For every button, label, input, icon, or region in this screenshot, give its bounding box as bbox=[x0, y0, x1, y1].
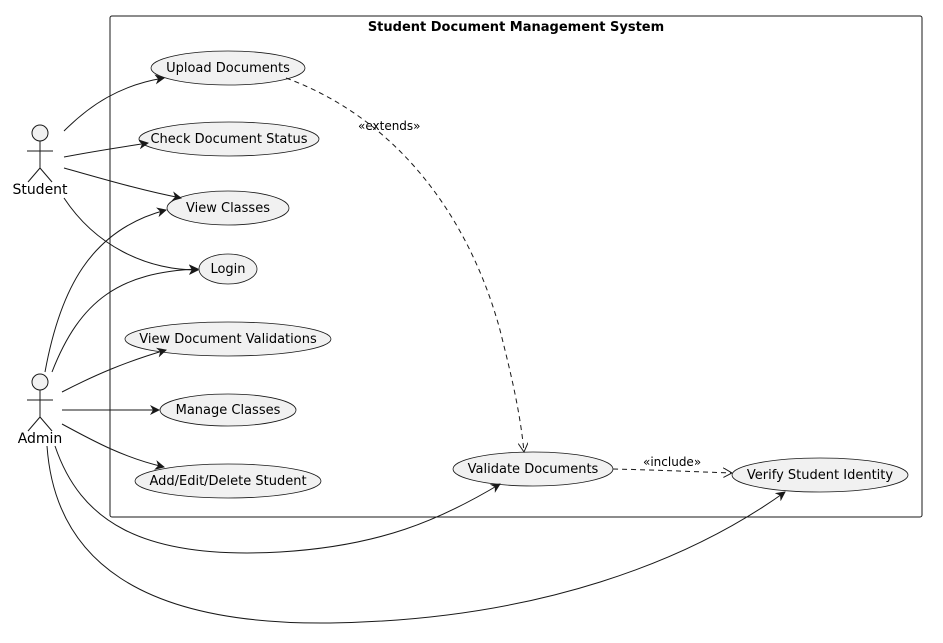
edge-student-upload bbox=[63, 74, 165, 132]
usecase-view-classes[interactable]: View Classes bbox=[166, 190, 290, 226]
edge-student-check-status bbox=[63, 139, 149, 158]
usecase-check-document-status[interactable]: Check Document Status bbox=[138, 121, 320, 157]
usecase-manage-classes[interactable]: Manage Classes bbox=[159, 393, 297, 427]
usecase-validate-documents[interactable]: Validate Documents bbox=[452, 451, 614, 487]
usecase-upload-documents[interactable]: Upload Documents bbox=[150, 50, 306, 86]
usecase-verify-student-identity-label: Verify Student Identity bbox=[747, 468, 893, 483]
edge-validate-include-verify bbox=[612, 469, 732, 473]
usecase-login-label: Login bbox=[210, 262, 245, 277]
edge-student-login bbox=[63, 197, 199, 275]
edge-admin-login bbox=[51, 264, 199, 373]
usecase-view-document-validations-label: View Document Validations bbox=[139, 332, 317, 347]
usecase-view-document-validations[interactable]: View Document Validations bbox=[124, 321, 332, 357]
actor-admin-label: Admin bbox=[18, 431, 63, 447]
usecase-add-edit-delete-student[interactable]: Add/Edit/Delete Student bbox=[134, 463, 322, 499]
usecase-login[interactable]: Login bbox=[198, 253, 258, 285]
edge-upload-extends-validate bbox=[285, 77, 524, 452]
admin-head-icon bbox=[31, 373, 49, 391]
usecase-manage-classes-label: Manage Classes bbox=[176, 403, 281, 418]
system-title: Student Document Management System bbox=[368, 20, 664, 35]
actor-admin[interactable]: Admin bbox=[18, 373, 63, 447]
usecase-check-document-status-label: Check Document Status bbox=[150, 132, 307, 147]
usecase-verify-student-identity[interactable]: Verify Student Identity bbox=[731, 457, 909, 493]
usecase-validate-documents-label: Validate Documents bbox=[468, 462, 599, 477]
student-head-icon bbox=[31, 124, 49, 142]
usecase-add-edit-delete-student-label: Add/Edit/Delete Student bbox=[149, 474, 306, 489]
actor-student[interactable]: Student bbox=[12, 124, 68, 198]
edge-student-view-classes bbox=[63, 167, 182, 202]
include-label: «include» bbox=[643, 455, 701, 469]
extends-label: «extends» bbox=[358, 119, 421, 133]
edge-admin-validate-documents bbox=[54, 445, 501, 554]
edge-admin-add-edit-delete bbox=[61, 423, 165, 470]
actor-student-label: Student bbox=[12, 182, 68, 198]
usecase-view-classes-label: View Classes bbox=[186, 201, 270, 216]
edge-admin-view-validations bbox=[61, 347, 167, 393]
edge-admin-verify-identity bbox=[46, 445, 786, 624]
usecase-upload-documents-label: Upload Documents bbox=[166, 61, 290, 76]
edge-admin-view-classes bbox=[44, 207, 167, 373]
